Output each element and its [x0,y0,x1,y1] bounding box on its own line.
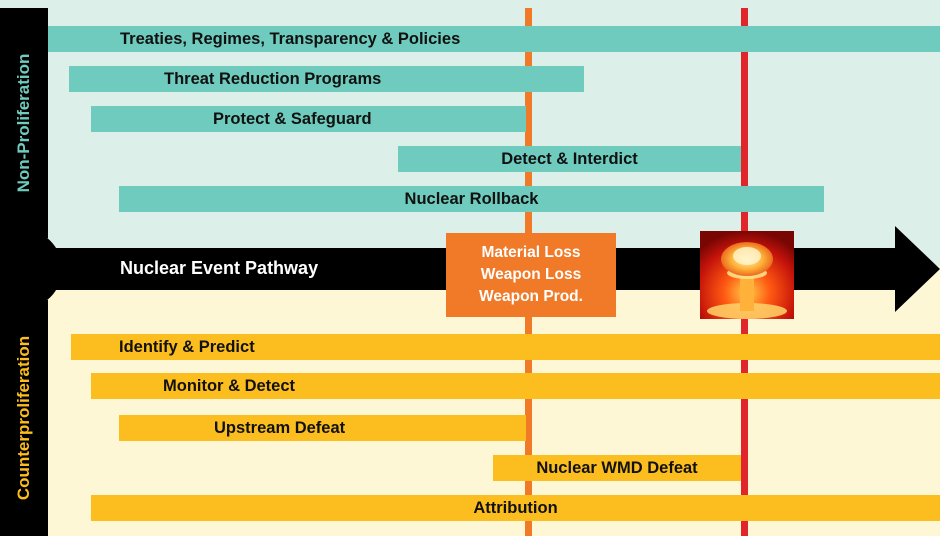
bar-detect-and-interdict: Detect & Interdict [398,146,741,172]
non-proliferation-label: Non-Proliferation [14,53,33,193]
bar-threat-reduction-programs: Threat Reduction Programs [69,66,584,92]
bar-identify-and-predict: Identify & Predict [71,334,940,360]
bar-nuclear-wmd-defeat: Nuclear WMD Defeat [493,455,741,481]
bar-label: Protect & Safeguard [213,109,372,128]
bar-label: Upstream Defeat [214,418,346,437]
bar-treaties-regimes-transparency-and-policies: Treaties, Regimes, Transparency & Polici… [48,26,940,52]
event-line-weapon-loss: Weapon Loss [480,266,582,283]
bar-label: Identify & Predict [119,337,255,356]
bar-upstream-defeat: Upstream Defeat [119,415,526,441]
bar-label: Threat Reduction Programs [164,69,382,88]
counterproliferation-label: Counterproliferation [14,335,33,501]
event-line-material-loss: Material Loss [481,244,581,261]
bar-nuclear-rollback: Nuclear Rollback [119,186,824,212]
bar-label: Nuclear WMD Defeat [536,458,698,477]
bar-label: Detect & Interdict [501,149,638,168]
loss-event-box: Material Loss Weapon Loss Weapon Prod. [446,233,616,317]
bar-monitor-and-detect: Monitor & Detect [91,373,940,399]
bar-label: Nuclear Rollback [404,189,539,208]
bar-attribution: Attribution [91,495,940,521]
nuclear-explosion-icon [700,231,794,319]
bar-label: Monitor & Detect [163,376,295,395]
bar-label: Treaties, Regimes, Transparency & Polici… [120,29,461,48]
counterproliferation-label-box: Counterproliferation [0,300,48,536]
bar-label: Attribution [473,498,558,517]
bar-protect-and-safeguard: Protect & Safeguard [91,106,526,132]
pathway-label: Nuclear Event Pathway [120,258,319,278]
non-proliferation-label-box: Non-Proliferation [0,8,48,238]
event-line-weapon-prod: Weapon Prod. [479,288,583,305]
